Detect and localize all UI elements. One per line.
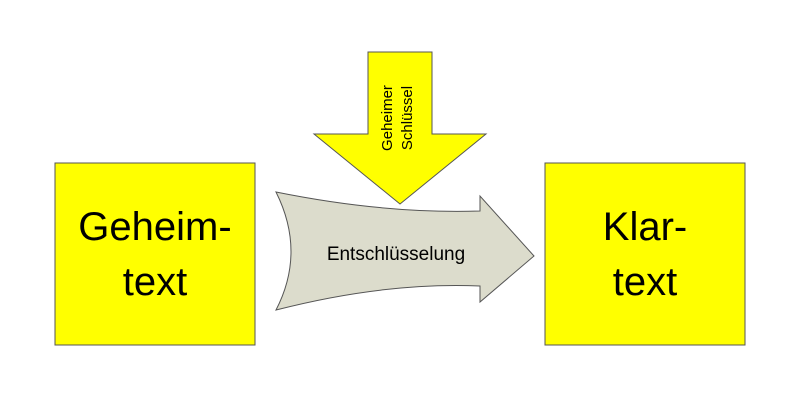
ciphertext-label-line2: text bbox=[123, 260, 187, 304]
key-arrow: Geheimer Schlüssel bbox=[312, 51, 488, 205]
plaintext-label-line1: Klar- bbox=[603, 205, 687, 249]
key-arrow-label-line1: Geheimer bbox=[379, 85, 396, 151]
decryption-arrow-label: Entschlüsselung bbox=[327, 244, 465, 265]
plaintext-box: Klar- text bbox=[544, 162, 746, 346]
key-arrow-label-line2: Schlüssel bbox=[399, 86, 416, 150]
plaintext-label-line2: text bbox=[613, 260, 677, 304]
ciphertext-box: Geheim- text bbox=[54, 162, 256, 346]
decryption-arrow: Entschlüsselung bbox=[275, 191, 535, 311]
ciphertext-label-line1: Geheim- bbox=[78, 205, 231, 249]
